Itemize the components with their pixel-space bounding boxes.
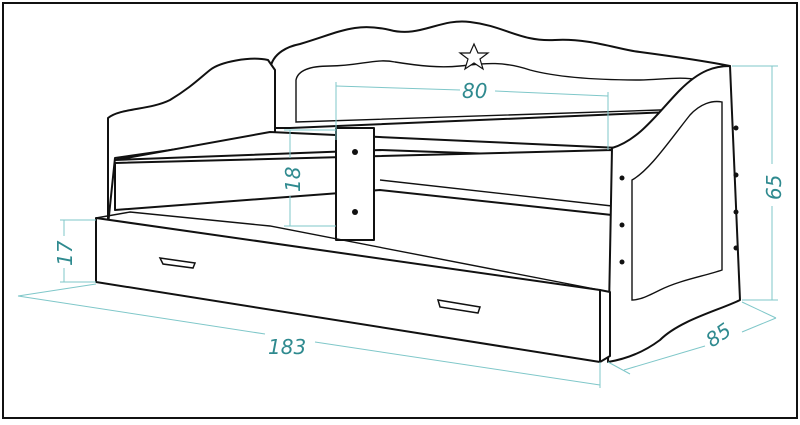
headboard xyxy=(269,20,731,129)
side-panel-inset xyxy=(631,100,723,301)
label-depth: 85 xyxy=(701,318,736,352)
rail-inner-line xyxy=(379,179,613,207)
label-drawer-height: 17 xyxy=(53,240,77,266)
dimension-85 xyxy=(607,301,777,375)
label-height: 65 xyxy=(762,175,786,200)
drawer-top-edge xyxy=(95,211,601,291)
star-icon xyxy=(458,42,490,71)
drawer-handle-right xyxy=(436,299,481,314)
label-guard-height: 18 xyxy=(281,167,305,192)
guard-screw-bottom xyxy=(352,209,358,215)
safety-guard-post xyxy=(335,127,375,241)
drawer-handle-left xyxy=(158,257,197,269)
guard-screw-top xyxy=(352,149,358,155)
dimension-18 xyxy=(284,129,336,227)
image-border xyxy=(2,2,798,419)
right-side-panel xyxy=(607,65,741,363)
left-side-panel xyxy=(107,57,276,226)
dimension-65 xyxy=(732,65,778,301)
label-mattress-width: 80 xyxy=(462,79,487,103)
drawer-side xyxy=(599,289,611,363)
side-panel-screws xyxy=(619,125,739,265)
dimension-183 xyxy=(17,283,601,388)
dimension-17 xyxy=(60,219,96,283)
label-length: 183 xyxy=(268,335,306,359)
